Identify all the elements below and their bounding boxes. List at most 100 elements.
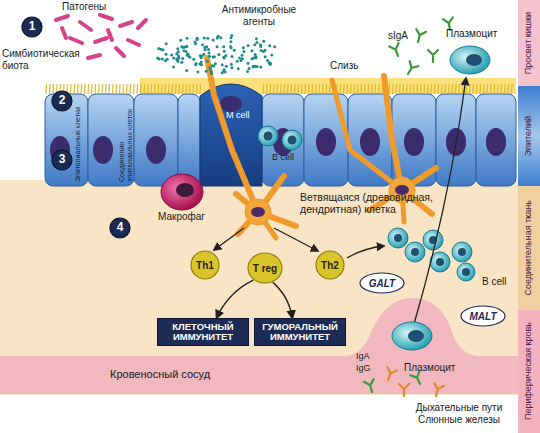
t-cell-circle-shape [191,251,219,279]
antimicrobial-agents-part [207,51,210,54]
antimicrobial-agents-part [198,63,201,66]
epithelium-part [136,84,138,94]
b-cells-epithelium [258,126,302,150]
antimicrobial-agents-part [259,66,262,69]
b-cell-cluster-part [405,242,425,262]
arrows-part [347,246,384,258]
antimicrobial-agents-part [221,63,224,66]
epithelium-part [479,84,481,94]
text-label: Антимикробные агенты [216,4,302,27]
pathogens-part [108,30,112,40]
callout-number: 4 [109,217,131,239]
antimicrobial-agents-part [170,53,173,56]
antimicrobial-agents-part [206,37,209,40]
antibodies-part [389,43,403,58]
epithelium-part [497,84,499,94]
epithelium-part [185,84,187,94]
antimicrobial-agents-part [264,55,267,58]
tissue-oval: MALT [460,305,506,327]
epithelium-part [364,84,366,94]
antimicrobial-agents-part [233,49,236,52]
antimicrobial-agents-part [255,41,258,44]
layer-band: Просвет кишки [518,0,540,86]
epithelium-part [84,84,86,94]
b-cells-epithelium-part [258,126,278,146]
antimicrobial-agents-part [230,36,233,39]
antimicrobial-agents-part [255,37,258,40]
antimicrobial-agents-part [268,61,271,64]
epithelium-part [441,84,443,94]
antimicrobial-agents-part [210,64,213,67]
antimicrobial-agents-part [203,36,206,39]
b-cell-cluster-part [436,258,444,266]
b-cell-cluster [388,228,475,281]
epithelium-part [434,84,436,94]
epithelium-part [406,84,408,94]
antimicrobial-agents-part [185,45,188,48]
tissue-oval-shape [461,306,505,326]
epithelium-part [343,84,345,94]
epithelium-part [199,84,201,94]
antimicrobial-agents-part [172,66,175,69]
antimicrobial-agents-part [186,53,189,56]
antimicrobial-agents-part [268,44,271,47]
epithelium-part [346,84,348,94]
epithelium-part [360,84,362,94]
epithelium-part [476,84,478,94]
antimicrobial-agents-part [225,65,228,68]
antimicrobial-agents-part [250,49,253,52]
antimicrobial-agents-part [185,69,188,72]
epithelium-part [276,84,278,94]
layer-band: Соединительная ткань [518,186,540,310]
epithelium-part [316,128,336,156]
layer-band: Периферическая кровь [518,310,540,433]
antimicrobial-agents-part [166,58,169,61]
pathogens-part [116,48,124,56]
text-label: Кровеносный сосуд [110,368,210,381]
antimicrobial-agents-part [217,53,220,56]
pathogens-part [128,40,139,45]
epithelium-part [404,128,424,156]
epithelium-part [105,84,107,94]
text-label: Симбиотическая биота [2,48,88,71]
antimicrobial-agents-part [253,43,256,46]
antimicrobial-agents-part [223,57,226,60]
antimicrobial-agents-part [206,60,209,63]
epithelium-part [175,84,177,94]
epithelium-part [371,84,373,94]
tissue-oval-text: GALT [369,278,395,289]
epithelium-part [409,84,411,94]
antimicrobial-agents-part [207,48,210,51]
antimicrobial-agents-part [181,46,184,49]
antimicrobial-agents-part [172,57,175,60]
m-cell [200,84,262,186]
epithelium-part [448,84,450,94]
plasma-cell-part [466,54,482,66]
tissue-oval-shape [360,273,404,293]
antimicrobial-agents-part [242,46,245,49]
pathogens-part [120,22,132,26]
antibodies-part [404,61,419,76]
epithelium-part [196,84,198,94]
epithelium-part [182,84,184,94]
epithelium-part [374,84,376,94]
epithelium-part [178,84,180,94]
antimicrobial-agents-part [219,36,222,39]
antimicrobial-agents-part [186,37,189,40]
b-cell-cluster-part [411,248,419,256]
antimicrobial-agents-part [223,50,226,53]
t-cell-circle: T reg [247,252,283,284]
antimicrobial-agents-part [194,63,197,66]
epithelium-part [325,84,327,94]
antimicrobial-agents-part [268,61,271,64]
epithelium-part [143,84,145,94]
epithelium-part [192,84,194,94]
epithelium-part [133,84,135,94]
antimicrobial-agents-part [181,57,184,60]
antimicrobial-agents-part [196,37,199,40]
text-label: IgG [356,363,371,373]
antimicrobial-agents-part [210,72,213,75]
pathogens-part [80,22,91,30]
epithelium-part [80,84,82,94]
